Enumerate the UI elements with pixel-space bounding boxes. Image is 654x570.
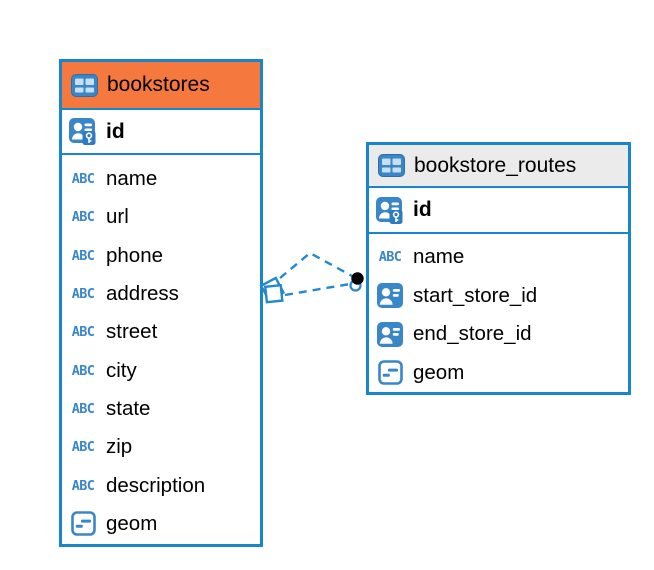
field-row-zip[interactable]: ABC zip <box>62 428 260 466</box>
field-label: address <box>106 282 179 306</box>
text-type-icon: ABC <box>71 324 95 341</box>
text-type-icon: ABC <box>71 247 95 264</box>
field-label: url <box>106 205 129 229</box>
reference-key-icon <box>376 321 404 348</box>
field-row-start-store-id[interactable]: start_store_id <box>369 277 628 316</box>
field-label: phone <box>106 243 164 267</box>
relationship-line-upper[interactable] <box>279 251 353 279</box>
field-row-description[interactable]: ABC description <box>62 466 260 504</box>
primary-key-name: id <box>106 119 125 143</box>
text-type-icon: ABC <box>71 362 95 379</box>
field-label: description <box>106 473 206 497</box>
field-row-end-store-id[interactable]: end_store_id <box>369 315 628 354</box>
table-bookstores-header[interactable]: bookstores <box>62 62 260 108</box>
fields-section: ABC name start_store_id <box>369 232 628 392</box>
table-bookstores[interactable]: bookstores id ABC name ABC url <box>59 59 263 547</box>
field-label: geom <box>106 511 158 535</box>
relationship-dot-endpoint[interactable] <box>349 272 364 292</box>
table-bookstore-routes[interactable]: bookstore_routes id ABC name <box>366 142 631 395</box>
relationship-diamond-endpoint[interactable] <box>259 276 286 304</box>
field-row-city[interactable]: ABC city <box>62 351 260 389</box>
table-bookstore-routes-header[interactable]: bookstore_routes <box>369 145 628 186</box>
geometry-type-icon <box>69 510 97 537</box>
reference-key-icon <box>376 282 404 309</box>
primary-key-icon <box>376 196 404 224</box>
field-row-state[interactable]: ABC state <box>62 390 260 428</box>
relationship-line-lower[interactable] <box>284 282 351 297</box>
field-label: name <box>413 245 465 269</box>
primary-key-row[interactable]: id <box>62 108 260 153</box>
field-row-phone[interactable]: ABC phone <box>62 237 260 275</box>
field-row-name[interactable]: ABC name <box>62 160 260 198</box>
field-row-address[interactable]: ABC address <box>62 275 260 313</box>
field-row-street[interactable]: ABC street <box>62 313 260 351</box>
primary-key-row[interactable]: id <box>369 186 628 232</box>
text-type-icon: ABC <box>71 439 95 456</box>
table-name: bookstore_routes <box>414 153 577 177</box>
table-icon <box>377 152 405 179</box>
field-row-url[interactable]: ABC url <box>62 198 260 236</box>
text-type-icon: ABC <box>378 249 402 266</box>
text-type-icon: ABC <box>71 209 95 226</box>
field-label: state <box>106 396 151 420</box>
field-row-geom[interactable]: geom <box>369 354 628 393</box>
field-label: city <box>106 358 137 382</box>
geometry-type-icon <box>376 359 404 386</box>
field-row-name[interactable]: ABC name <box>369 238 628 277</box>
table-icon <box>70 72 98 99</box>
field-label: name <box>106 167 158 191</box>
field-label: street <box>106 320 158 344</box>
field-label: start_store_id <box>413 283 538 307</box>
fields-section: ABC name ABC url ABC phone ABC address A… <box>62 153 260 544</box>
text-type-icon: ABC <box>71 171 95 188</box>
field-label: geom <box>413 360 465 384</box>
text-type-icon: ABC <box>71 400 95 417</box>
table-name: bookstores <box>107 73 210 96</box>
text-type-icon: ABC <box>71 286 95 303</box>
text-type-icon: ABC <box>71 477 95 494</box>
relationship-lines[interactable] <box>279 251 353 297</box>
primary-key-name: id <box>413 198 432 221</box>
primary-key-icon <box>69 118 97 145</box>
field-label: end_store_id <box>413 322 532 346</box>
field-row-geom[interactable]: geom <box>62 505 260 543</box>
field-label: zip <box>106 435 133 459</box>
